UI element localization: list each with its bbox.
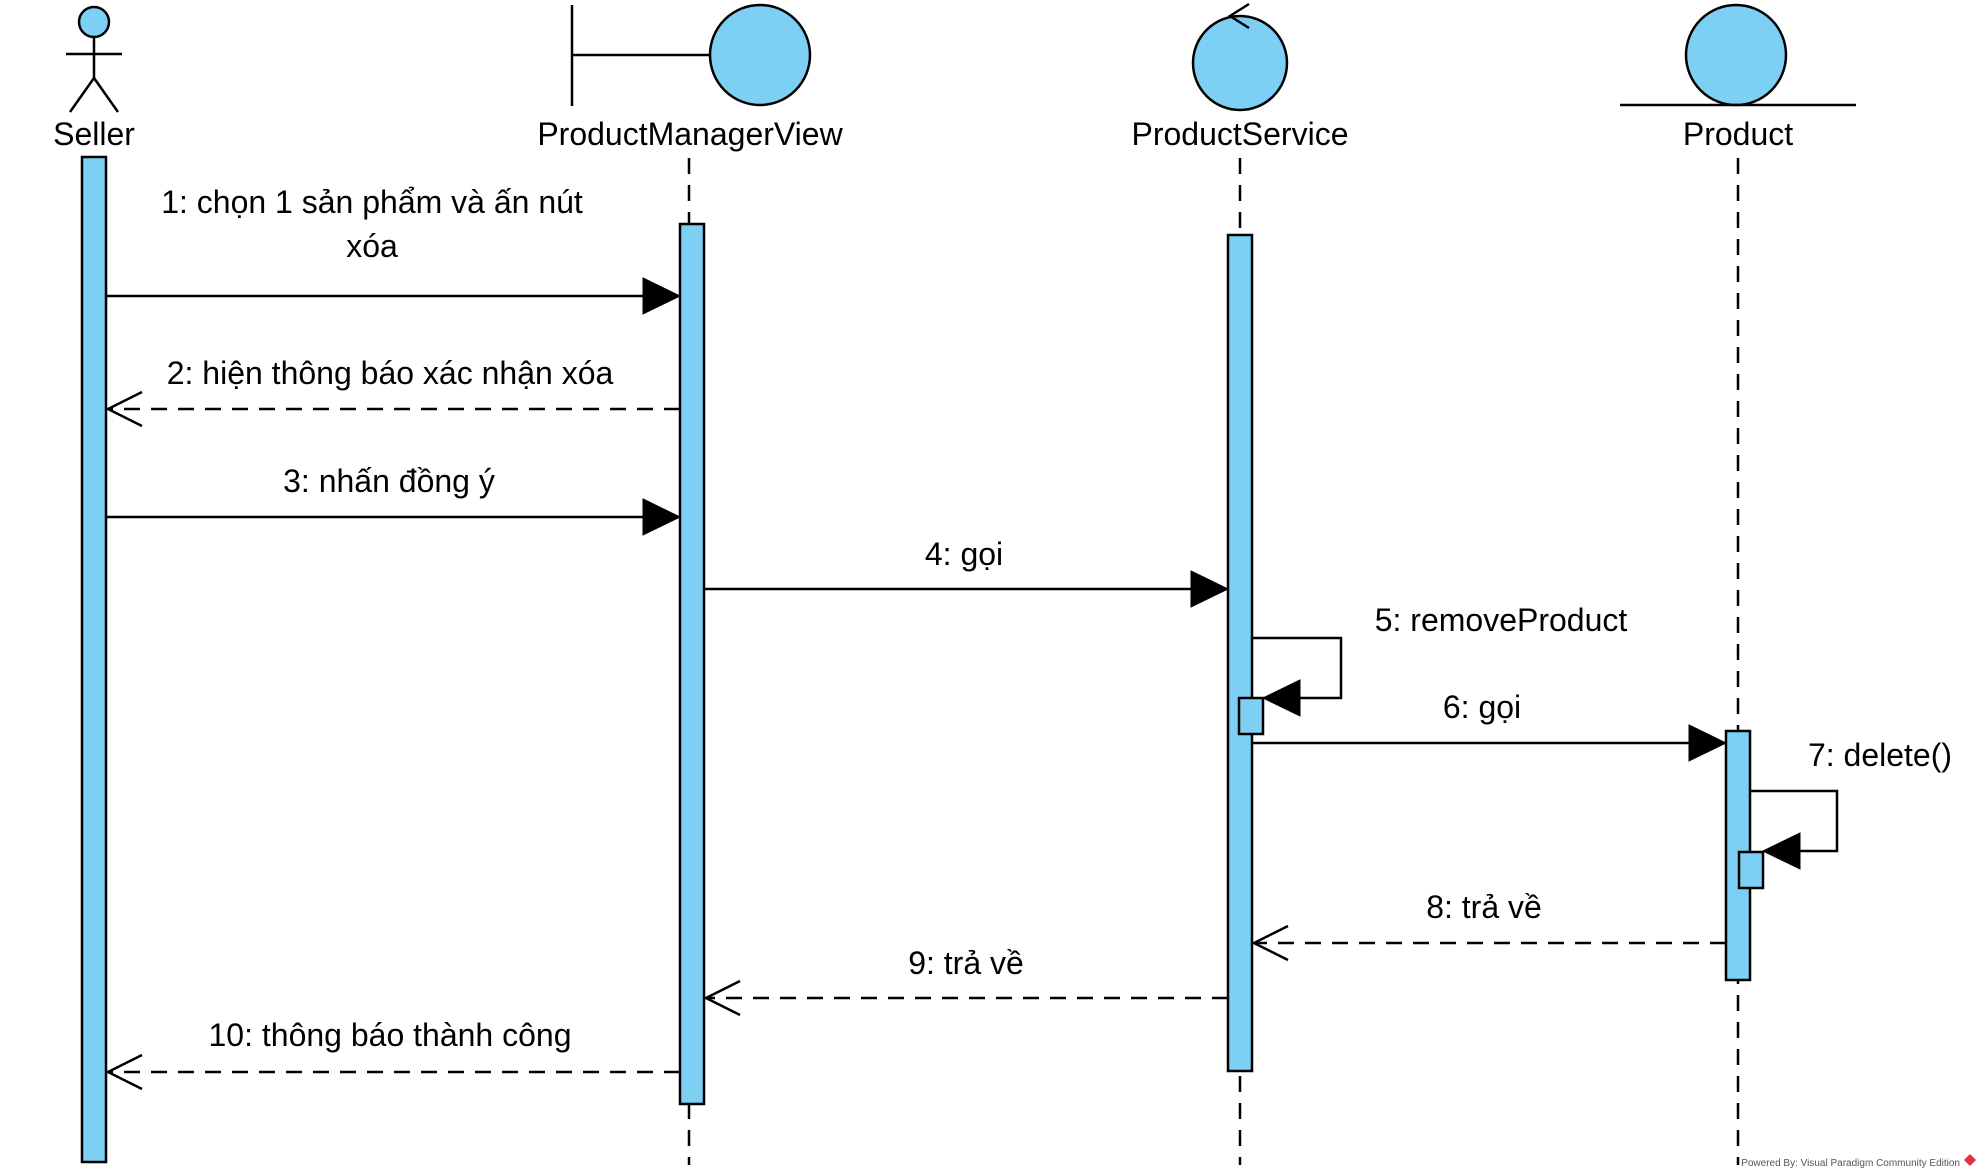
message-label: 10: thông báo thành công xyxy=(209,1017,572,1053)
message-label: 1: chọn 1 sản phẩm và ấn nút xyxy=(161,184,583,220)
message-3[interactable]: 3: nhấn đồng ý xyxy=(106,463,682,536)
message-8[interactable]: 8: trả về xyxy=(1251,889,1726,962)
activation-bar-product-nested xyxy=(1737,850,1765,890)
message-5[interactable]: 5: removeProduct xyxy=(1252,602,1628,717)
visual-paradigm-logo-icon xyxy=(1964,1154,1976,1166)
arrowhead-filled-icon xyxy=(1261,679,1301,717)
message-label: 2: hiện thông báo xác nhận xóa xyxy=(167,355,614,391)
boundary-icon xyxy=(570,3,812,107)
arrowhead-open-icon xyxy=(105,390,143,428)
control-icon xyxy=(1191,2,1289,112)
activation-bar-productservice-nested xyxy=(1237,696,1265,736)
message-label: 5: removeProduct xyxy=(1375,602,1628,638)
participant-product[interactable]: Product xyxy=(1620,3,1856,152)
participant-name: Product xyxy=(1683,116,1793,152)
message-6[interactable]: 6: gọi xyxy=(1252,689,1728,762)
participant-name: ProductManagerView xyxy=(537,116,843,152)
participant-name: Seller xyxy=(53,116,135,152)
arrowhead-filled-icon xyxy=(642,498,682,536)
message-10[interactable]: 10: thông báo thành công xyxy=(105,1017,680,1091)
message-4[interactable]: 4: gọi xyxy=(704,536,1230,608)
participant-name: ProductService xyxy=(1132,116,1349,152)
activation-bar-productservice xyxy=(1226,233,1254,1073)
message-label: 8: trả về xyxy=(1426,889,1542,925)
message-label: 6: gọi xyxy=(1443,689,1521,725)
arrowhead-open-icon xyxy=(703,979,741,1017)
message-1[interactable]: 1: chọn 1 sản phẩm và ấn nút xóa xyxy=(106,184,682,315)
arrowhead-filled-icon xyxy=(1761,832,1801,870)
arrowhead-filled-icon xyxy=(1190,570,1230,608)
arrowhead-filled-icon xyxy=(1688,724,1728,762)
watermark-text: Powered By: Visual Paradigm Community Ed… xyxy=(1741,1158,1960,1169)
message-2[interactable]: 2: hiện thông báo xác nhận xóa xyxy=(105,355,680,428)
activation-bar-seller xyxy=(80,155,108,1164)
participant-seller[interactable]: Seller xyxy=(53,5,135,152)
arrowhead-filled-icon xyxy=(642,277,682,315)
message-label: 7: delete() xyxy=(1808,737,1952,773)
arrowhead-open-icon xyxy=(1251,924,1289,962)
arrowhead-open-icon xyxy=(105,1053,143,1091)
message-label-line2: xóa xyxy=(346,228,398,264)
message-7[interactable]: 7: delete() xyxy=(1750,737,1952,870)
message-label: 4: gọi xyxy=(925,536,1003,572)
participant-productservice[interactable]: ProductService xyxy=(1132,2,1349,152)
message-label: 9: trả về xyxy=(908,945,1024,981)
actor-icon xyxy=(66,5,122,113)
message-label: 3: nhấn đồng ý xyxy=(283,463,495,499)
message-9[interactable]: 9: trả về xyxy=(703,945,1228,1017)
activation-bar-productmanagerview xyxy=(678,222,706,1106)
participant-productmanagerview[interactable]: ProductManagerView xyxy=(537,3,844,152)
entity-icon xyxy=(1620,3,1856,107)
watermark: Powered By: Visual Paradigm Community Ed… xyxy=(1741,1154,1976,1169)
